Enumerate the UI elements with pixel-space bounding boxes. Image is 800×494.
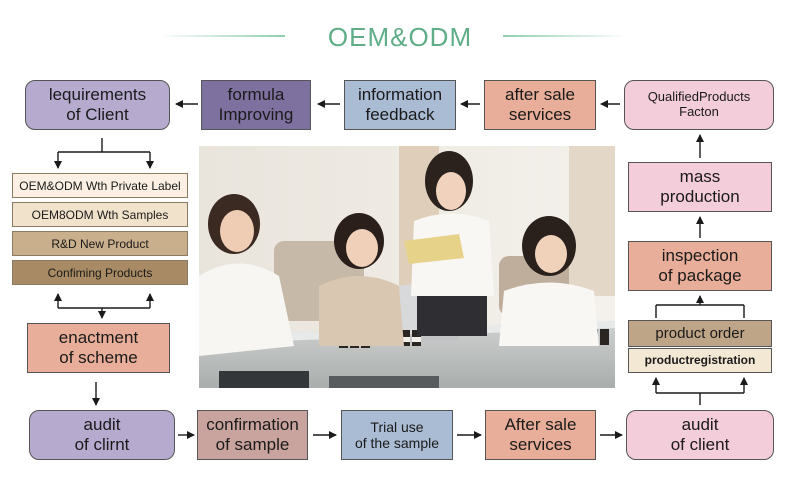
flow-arrows xyxy=(0,0,800,494)
